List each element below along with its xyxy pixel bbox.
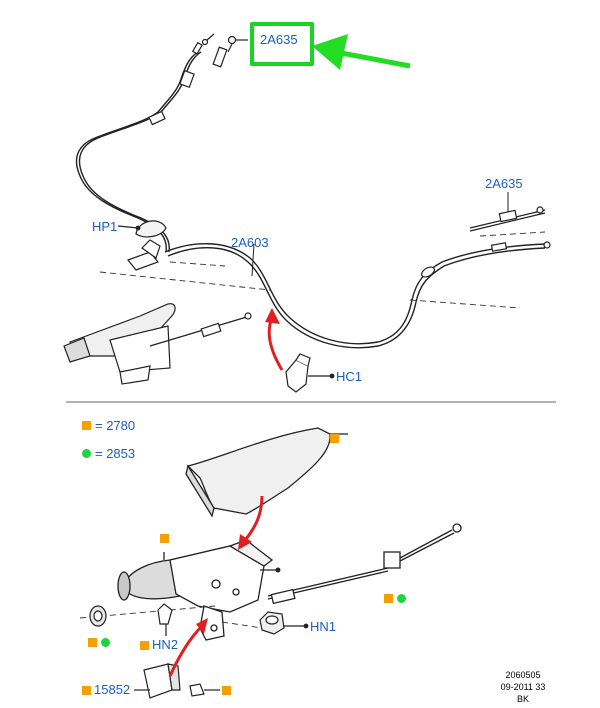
handbrake-lever-upper	[63, 303, 252, 385]
orange-square-marker-icon	[88, 638, 97, 647]
legend-2780: = 2780	[95, 418, 136, 433]
hn1-nut	[259, 611, 309, 635]
footer-code-2: 09-2011 33	[500, 682, 546, 692]
orange-square-marker-icon	[82, 686, 91, 695]
rear-right-cable-2A635	[469, 206, 546, 232]
orange-square-marker-icon	[330, 434, 339, 443]
label-hp1: HP1	[92, 219, 118, 234]
cable-clip-upper	[148, 69, 195, 126]
label-2A635-rear: 2A635	[485, 176, 523, 191]
green-dot-marker-icon	[82, 449, 91, 458]
dash-line-1	[99, 271, 271, 291]
orange-square-marker-icon	[384, 594, 393, 603]
left-nut	[89, 605, 107, 627]
orange-square-marker-icon	[82, 421, 91, 430]
orange-square-marker-icon	[140, 641, 149, 650]
hc1-clip	[285, 353, 335, 393]
footer-code-3: BK	[516, 694, 529, 704]
label-2A635-front: 2A635	[260, 32, 298, 47]
red-arrowheads	[196, 308, 280, 634]
hp1-grommet	[117, 220, 167, 238]
cable-lower	[267, 523, 462, 605]
cable-end-fitting-top	[191, 33, 248, 68]
legend-2853: = 2853	[95, 446, 136, 461]
switch-15852	[134, 663, 220, 699]
highlight-box	[250, 22, 314, 66]
cable-bracket-upper	[127, 239, 161, 271]
label-hn2: HN2	[152, 637, 179, 652]
dash-line-2	[169, 261, 226, 267]
dash-line-4	[479, 231, 546, 237]
green-arrow-icon	[312, 34, 411, 70]
green-dot-marker-icon	[101, 638, 110, 647]
green-dot-marker-icon	[397, 594, 406, 603]
orange-square-marker-icon	[160, 534, 169, 543]
footer-code-1: 2060505	[505, 670, 541, 680]
label-hc1: HC1	[336, 369, 363, 384]
label-15852: 15852	[94, 682, 131, 697]
leader-lines	[251, 192, 509, 277]
hn2-clip	[157, 603, 173, 636]
dash-line-3	[409, 299, 521, 309]
lever-cover-boot	[185, 427, 348, 518]
dash-line-lower-2	[221, 621, 263, 629]
rear-right-cable-end	[421, 241, 551, 278]
front-cable-2A603	[164, 243, 546, 349]
orange-square-marker-icon	[222, 686, 231, 695]
label-2A603: 2A603	[231, 235, 269, 250]
label-hn1: HN1	[310, 619, 337, 634]
